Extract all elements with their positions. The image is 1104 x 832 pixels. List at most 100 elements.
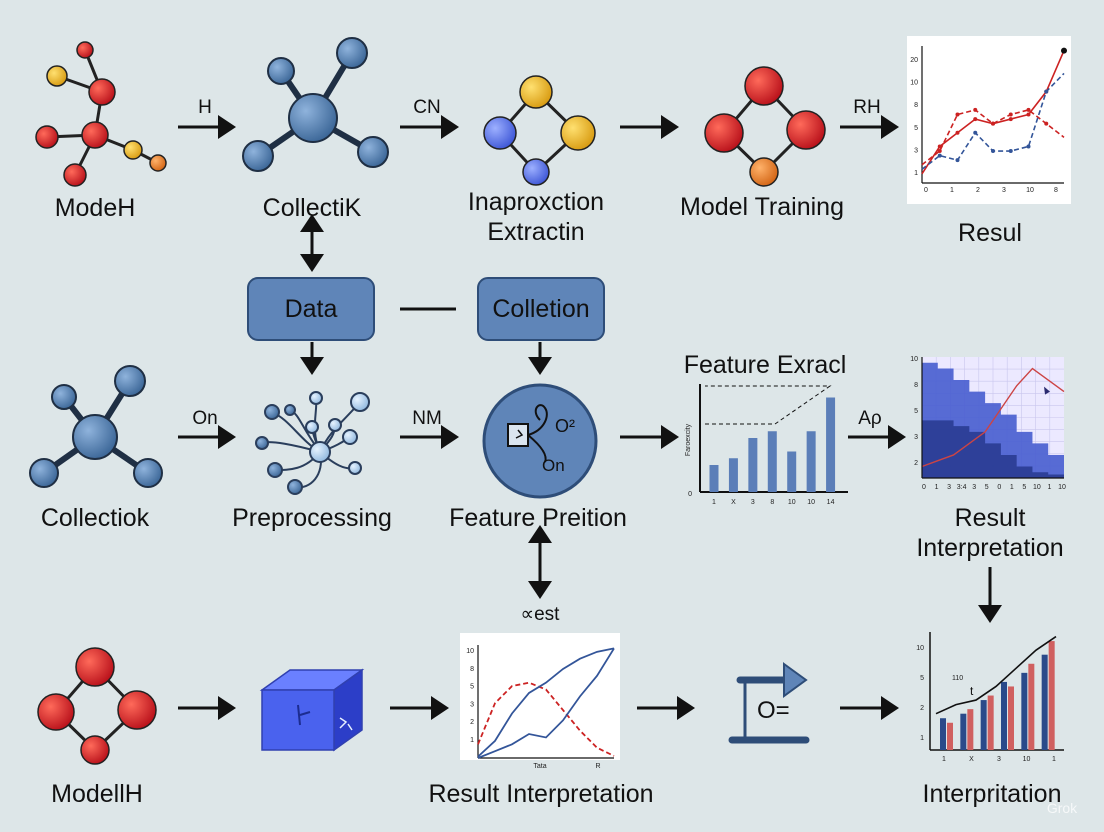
guide-line xyxy=(705,385,832,425)
box-data-label: Data xyxy=(285,295,338,323)
bar xyxy=(967,709,974,750)
y-tick-label: 2 xyxy=(914,460,918,467)
y-tick-label: 1 xyxy=(914,170,918,177)
data-point xyxy=(991,121,995,126)
data-point xyxy=(955,130,960,135)
label-model: ModeH xyxy=(55,194,136,222)
series-line xyxy=(477,681,615,757)
arrow-label-h: H xyxy=(198,97,212,118)
bar xyxy=(980,700,987,750)
data-point xyxy=(973,117,978,122)
data-point xyxy=(1044,89,1049,94)
label-collect-2: Collectiok xyxy=(41,504,150,532)
y-tick-label: 1 xyxy=(470,737,474,744)
molecule-icon-model-3 xyxy=(37,647,157,765)
series-line xyxy=(477,647,615,759)
x-tick-label: Tata xyxy=(533,763,546,770)
y-tick-label: 8 xyxy=(914,382,918,389)
x-tick-label: 8 xyxy=(1054,187,1058,194)
x-tick-label: 5 xyxy=(1022,484,1026,491)
y-tick-label: 3 xyxy=(914,147,918,154)
molecule-icon-extract xyxy=(483,75,596,186)
cube-icon xyxy=(259,668,365,752)
x-tick-label: 10 xyxy=(807,499,815,506)
y-tick-label: 5 xyxy=(920,675,924,682)
box-data xyxy=(247,277,375,341)
compute-icon: O= xyxy=(728,662,810,744)
x-tick-label: 5 xyxy=(985,484,989,491)
trend-line xyxy=(935,635,1057,715)
data-point xyxy=(1026,107,1031,112)
data-point xyxy=(1026,144,1031,149)
x-tick-label: R xyxy=(595,763,600,770)
molecule-icon-training xyxy=(704,66,826,187)
x-tick-label: 3 xyxy=(972,484,976,491)
molecule-icon-collect xyxy=(242,37,389,172)
y-tick-label: 20 xyxy=(910,57,918,64)
x-tick-label: 10 xyxy=(1026,187,1034,194)
data-point xyxy=(1008,117,1013,122)
x-tick-label: 10 xyxy=(1058,484,1066,491)
y-tick-label: 10 xyxy=(910,356,918,363)
arrow-label-cn: CN xyxy=(413,97,440,118)
x-tick-label: 3 xyxy=(947,484,951,491)
x-tick-label: 10 xyxy=(1033,484,1041,491)
compute-glyph: O= xyxy=(757,697,790,724)
y-tick-label: 8 xyxy=(470,666,474,673)
data-point xyxy=(937,149,942,154)
x-tick-label: X xyxy=(969,756,974,763)
data-point xyxy=(1008,112,1013,117)
x-tick-label: 3 xyxy=(1002,187,1006,194)
trend-line xyxy=(921,367,1065,468)
feature-circle-icon: O² On xyxy=(482,383,598,499)
y-tick-label: 2 xyxy=(920,705,924,712)
feature-glyph-bottom: On xyxy=(542,456,565,475)
series-line xyxy=(477,647,615,758)
y-tick-label: 10 xyxy=(916,645,924,652)
x-tick-label: 10 xyxy=(1023,756,1031,763)
x-tick-label: 1 xyxy=(950,187,954,194)
label-model-3: ModellH xyxy=(51,780,143,808)
chart-feature-title: Feature Exracl xyxy=(684,351,847,379)
label-training: Model Training xyxy=(680,193,844,221)
bar xyxy=(826,397,836,492)
watermark: Grok xyxy=(1047,800,1078,816)
x-tick-label: 10 xyxy=(788,499,796,506)
bar xyxy=(1048,641,1055,750)
data-point xyxy=(955,112,960,117)
y-tick-label: 10 xyxy=(910,80,918,87)
label-extract-line2: Extractin xyxy=(487,218,584,246)
x-tick-label: X xyxy=(731,499,736,506)
bar xyxy=(709,465,719,492)
x-tick-label: 1 xyxy=(1052,756,1056,763)
x-tick-label: 1 xyxy=(1048,484,1052,491)
bar xyxy=(947,722,953,750)
data-point xyxy=(937,153,942,158)
arrow-label-nm: NM xyxy=(412,408,442,429)
x-tick-label: 0 xyxy=(924,187,928,194)
y-tick-label: 8 xyxy=(914,102,918,109)
data-point xyxy=(1044,121,1049,126)
label-interp: Interpritation xyxy=(923,780,1062,808)
arrow-label-rh: RH xyxy=(853,97,880,118)
bar xyxy=(748,438,758,492)
x-tick-label: 1 xyxy=(712,499,716,506)
y-tick-label: 5 xyxy=(470,684,474,691)
annotation: t xyxy=(970,684,974,698)
x-tick-label: 14 xyxy=(827,499,835,506)
label-below-feature: ∝est xyxy=(521,604,561,625)
bar xyxy=(940,718,946,750)
data-point xyxy=(955,158,960,163)
y-tick-label: 5 xyxy=(914,125,918,132)
label-feature: Feature Preition xyxy=(449,504,627,532)
box-collection-label: Colletion xyxy=(492,295,589,323)
label-result-interp: Result Interpretation xyxy=(428,780,653,808)
y-tick-label: 3 xyxy=(914,434,918,441)
end-point xyxy=(1061,47,1067,54)
y-tick-label: 1 xyxy=(920,735,924,742)
x-tick-label: 3 xyxy=(751,499,755,506)
